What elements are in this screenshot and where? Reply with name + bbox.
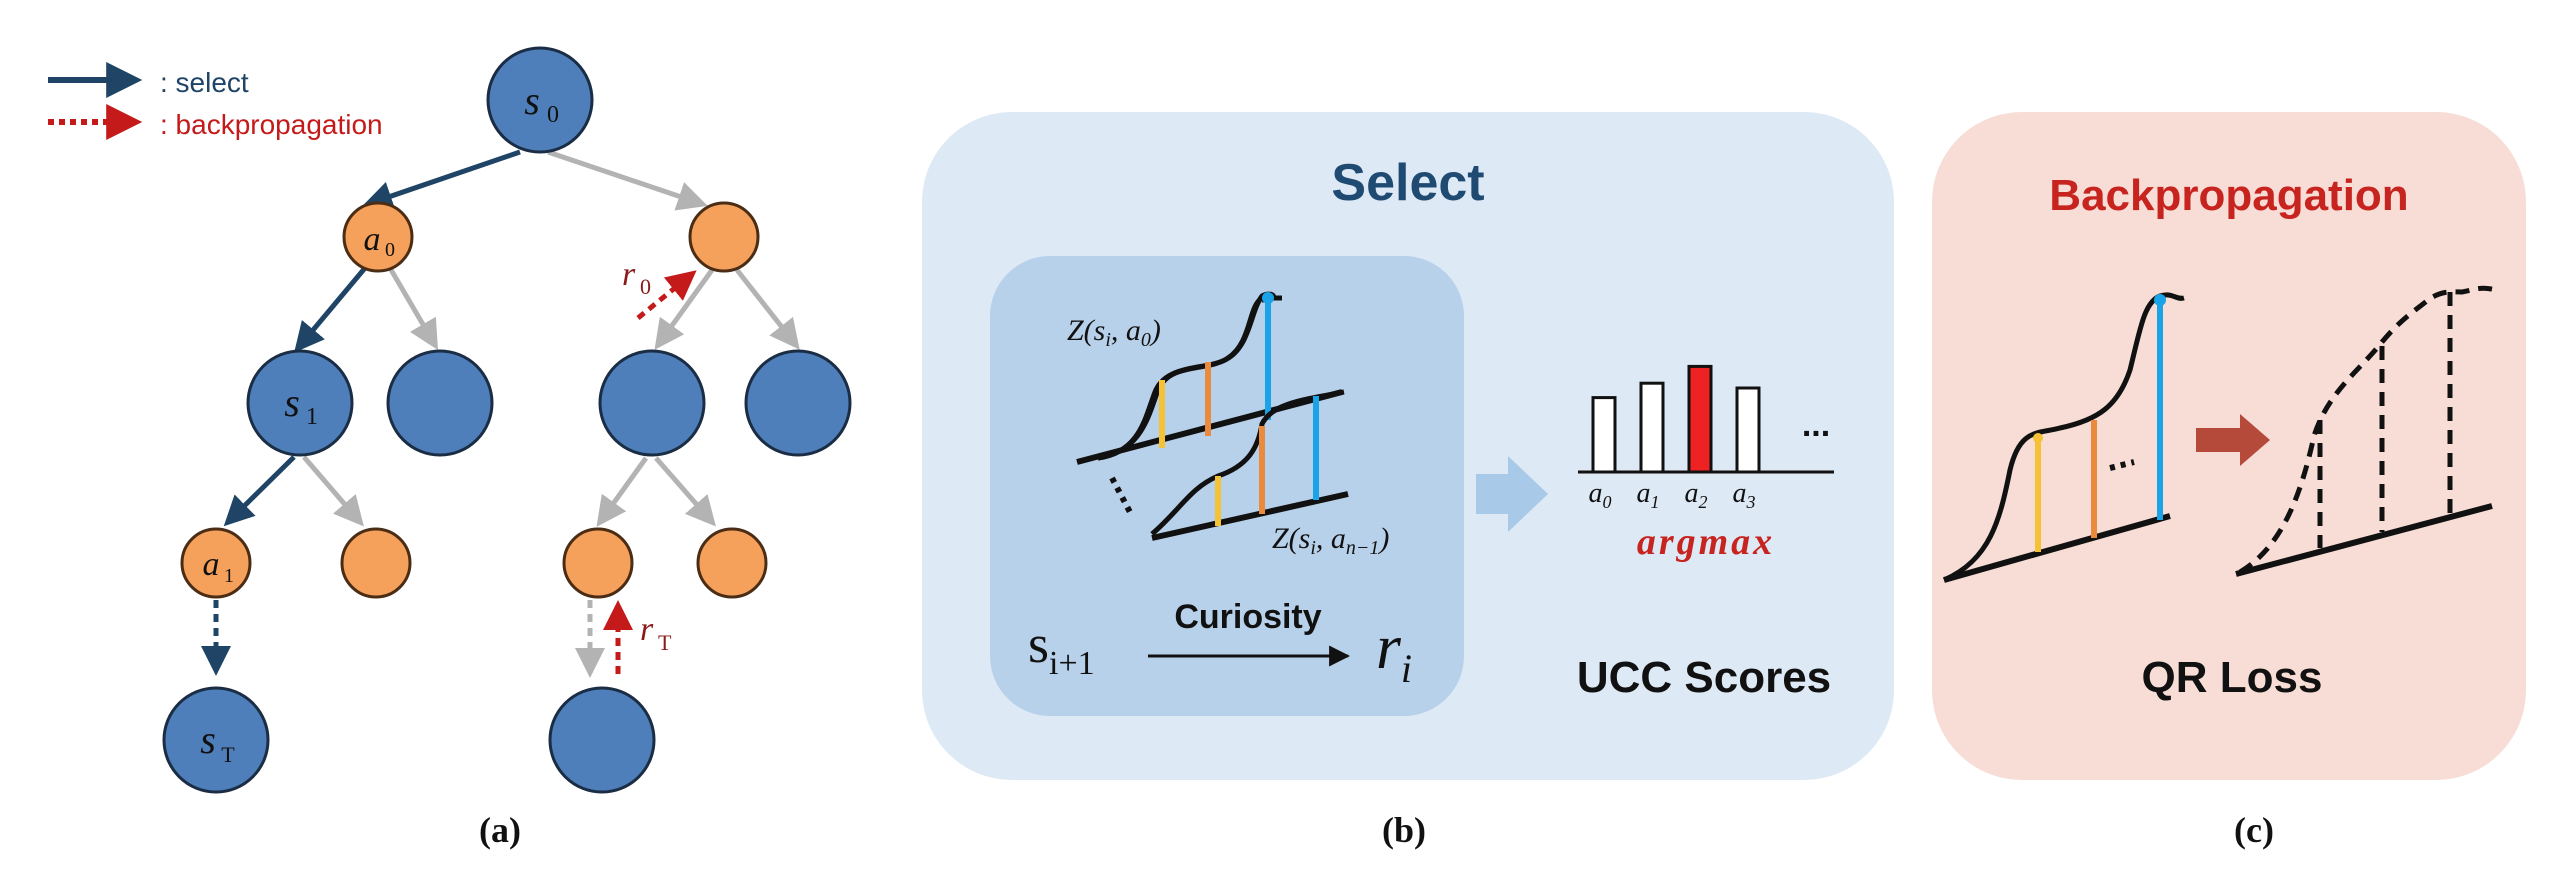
node-a-mid [562,527,634,599]
node-s0-label: s [524,78,540,123]
edge-s1-right [302,455,364,527]
argmax-label: argmax [1637,521,1775,563]
reward-r0-sub: 0 [640,274,651,299]
node-s1-label: s [284,380,300,425]
stack-ellipsis [1109,476,1135,518]
r-i-label: ri [1376,611,1412,691]
distribution-box [990,256,1464,716]
backprop-panel: Backpropagation QR Loss [1932,112,2526,780]
curiosity-label: Curiosity [1174,598,1321,636]
caption-a: (a) [479,810,521,850]
reward-r0-label: r [622,256,636,293]
edge-s0-a0 [362,149,521,211]
qr-curve-right [2238,285,2497,575]
node-s-mid [598,349,706,457]
reward-rT-sub: T [658,630,672,655]
qr-yellow-dot [2033,433,2043,443]
qr-loss-label: QR Loss [2142,653,2323,702]
ucc-bar-label-2: a2 [1685,478,1708,512]
s-next-label: si+1 [1028,614,1095,682]
caption-b: (b) [1382,810,1426,850]
node-s1-sub: 1 [306,404,318,430]
node-a0-sub: 0 [385,239,395,261]
edge-s1-a1 [223,455,296,527]
quantile-cyan-dot [1262,292,1274,304]
node-s0 [486,46,594,154]
qr-axis-left [1943,513,2171,583]
node-sT [162,686,270,794]
ucc-bar-3 [1735,386,1761,474]
node-a-right [688,201,760,273]
ucc-bar-1 [1639,381,1665,474]
node-a0-label: a [364,221,381,258]
backprop-title: Backpropagation [2049,171,2408,220]
edge-a0-right [387,266,439,351]
node-a-leaf-1 [340,527,412,599]
edge-backprop-r0 [636,270,697,320]
node-sT-label: s [200,717,216,762]
node-s-leaf-1 [386,349,494,457]
node-a1 [180,527,252,599]
search-tree: s 0 a 0 s 1 a 1 s T r 0 r T [162,46,852,794]
ucc-chart: ... a0 a1 a2 a3 [1578,364,1834,512]
node-s-leaf-2 [744,349,852,457]
node-sT-sub: T [221,742,235,767]
edge-r-left [654,268,715,350]
select-panel: Select Z(si, a0) Z(si, an−1) [922,112,1894,780]
qr-cyan-dot [2154,294,2166,306]
ucc-ellipsis: ... [1802,406,1830,444]
z-bottom-label: Z(si, an−1) [1272,522,1389,559]
ucc-bar-label-0: a0 [1589,478,1612,512]
cdf-top-curve [1097,295,1282,461]
legend-select-label: : select [160,67,249,98]
reward-rT-label: r [640,611,654,648]
ucc-bar-0 [1591,396,1617,474]
select-title: Select [1331,154,1484,212]
axis-bottom [1151,491,1349,541]
node-s0-sub: 0 [547,102,559,128]
qr-ellipsis [2109,459,2135,471]
update-arrow-icon [2196,414,2270,466]
edge-c-left [596,456,649,527]
node-s1 [246,349,354,457]
node-a1-label: a [203,546,220,583]
legend-backprop-label: : backpropagation [160,109,383,140]
ucc-bar-label-3: a3 [1733,478,1756,512]
ucc-bar-2 [1687,364,1713,474]
distribution-top [1076,291,1343,465]
edge-s0-right [547,149,708,211]
ucc-scores-label: UCC Scores [1577,653,1831,702]
ucc-bar-label-1: a1 [1637,478,1660,512]
qr-axis-right [2235,503,2493,577]
edge-r-right [735,268,800,350]
cdf-bottom-curve [1150,389,1345,536]
node-terminal [548,686,656,794]
svg-text:Z(si, an−1): Z(si, an−1) [1272,522,1389,559]
distribution-bottom [1109,389,1349,541]
node-a0 [342,201,414,273]
caption-c: (c) [2234,810,2274,850]
node-a-leaf-2 [696,527,768,599]
edge-c-right [654,456,716,527]
legend: : select : backpropagation [48,62,383,140]
edge-a0-s1 [294,266,367,353]
svg-text:Z(si, a0): Z(si, a0) [1067,314,1161,351]
z-top-label: Z(si, a0) [1067,314,1161,351]
flow-arrow-icon [1476,456,1548,532]
node-a1-sub: 1 [224,565,234,587]
